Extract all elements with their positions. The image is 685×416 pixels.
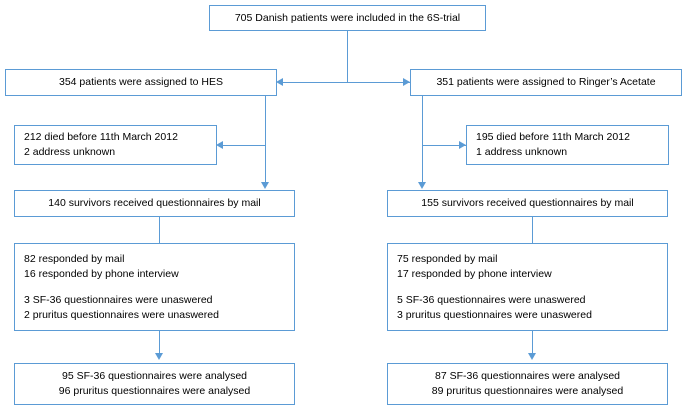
node-analysed-ringer-line2: 89 pruritus questionnaires were analysed bbox=[431, 385, 624, 397]
arrowhead-responses-hes-to-analysed-icon bbox=[155, 353, 163, 360]
node-analysed-hes-line2: 96 pruritus questionnaires were analysed bbox=[58, 385, 251, 397]
node-allocation-ringer-label: 351 patients were assigned to Ringer’s A… bbox=[436, 76, 656, 88]
connector-split-right bbox=[347, 82, 410, 83]
node-excluded-ringer-line2: 1 address unknown bbox=[476, 146, 568, 158]
node-excluded-hes-line2: 2 address unknown bbox=[24, 146, 116, 158]
node-survivors-hes-label: 140 survivors received questionnaires by… bbox=[48, 197, 261, 209]
arrowhead-ringer-to-excluded-icon bbox=[459, 141, 466, 149]
arrowhead-responses-ringer-to-analysed-icon bbox=[528, 353, 536, 360]
node-enrollment-label: 705 Danish patients were included in the… bbox=[234, 11, 461, 24]
node-responses-hes: 82 responded by mail 16 responded by pho… bbox=[14, 243, 295, 331]
node-survivors-hes: 140 survivors received questionnaires by… bbox=[14, 190, 295, 217]
node-survivors-ringer: 155 survivors received questionnaires by… bbox=[387, 190, 668, 217]
node-responses-ringer: 75 responded by mail 17 responded by pho… bbox=[387, 243, 668, 331]
node-survivors-ringer-label: 155 survivors received questionnaires by… bbox=[421, 197, 634, 209]
connector-survivors-ringer-to-responses bbox=[532, 217, 533, 243]
connector-hes-stem bbox=[265, 96, 266, 185]
connector-split-left bbox=[282, 82, 347, 83]
connector-enrollment-to-split bbox=[347, 31, 348, 82]
node-analysed-hes: 95 SF-36 questionnaires were analysed 96… bbox=[14, 363, 295, 405]
connector-survivors-hes-to-responses bbox=[159, 217, 160, 243]
node-allocation-ringer: 351 patients were assigned to Ringer’s A… bbox=[410, 69, 682, 96]
arrowhead-hes-to-survivors-icon bbox=[261, 182, 269, 189]
node-responses-hes-line3: 3 SF-36 questionnaires were unaswered bbox=[24, 293, 213, 306]
connector-ringer-stem bbox=[422, 96, 423, 185]
node-responses-ringer-line1: 75 responded by mail bbox=[397, 252, 498, 265]
arrowhead-hes-to-excluded-icon bbox=[216, 141, 223, 149]
connector-hes-to-excluded bbox=[222, 145, 265, 146]
node-responses-hes-line1: 82 responded by mail bbox=[24, 252, 125, 265]
node-excluded-hes: 212 died before 11th March 2012 2 addres… bbox=[14, 125, 217, 165]
node-responses-ringer-line4: 3 pruritus questionnaires were unaswered bbox=[397, 308, 592, 321]
node-responses-hes-line2: 16 responded by phone interview bbox=[24, 267, 179, 280]
node-allocation-hes-label: 354 patients were assigned to HES bbox=[58, 76, 224, 88]
node-analysed-hes-line1: 95 SF-36 questionnaires were analysed bbox=[61, 370, 248, 382]
node-analysed-ringer-line1: 87 SF-36 questionnaires were analysed bbox=[434, 370, 621, 382]
node-excluded-ringer-line1: 195 died before 11th March 2012 bbox=[476, 131, 630, 143]
node-excluded-hes-line1: 212 died before 11th March 2012 bbox=[24, 131, 178, 143]
node-analysed-ringer: 87 SF-36 questionnaires were analysed 89… bbox=[387, 363, 668, 405]
arrowhead-split-to-ringer-icon bbox=[403, 78, 410, 86]
connector-responses-hes-to-analysed bbox=[159, 331, 160, 357]
node-responses-hes-line4: 2 pruritus questionnaires were unaswered bbox=[24, 308, 219, 321]
node-enrollment: 705 Danish patients were included in the… bbox=[209, 5, 486, 31]
connector-ringer-to-excluded bbox=[422, 145, 466, 146]
arrowhead-ringer-to-survivors-icon bbox=[418, 182, 426, 189]
node-excluded-ringer: 195 died before 11th March 2012 1 addres… bbox=[466, 125, 669, 165]
node-responses-ringer-line3: 5 SF-36 questionnaires were unaswered bbox=[397, 293, 586, 306]
node-responses-ringer-line2: 17 responded by phone interview bbox=[397, 267, 552, 280]
node-allocation-hes: 354 patients were assigned to HES bbox=[5, 69, 277, 96]
arrowhead-split-to-hes-icon bbox=[276, 78, 283, 86]
connector-responses-ringer-to-analysed bbox=[532, 331, 533, 357]
